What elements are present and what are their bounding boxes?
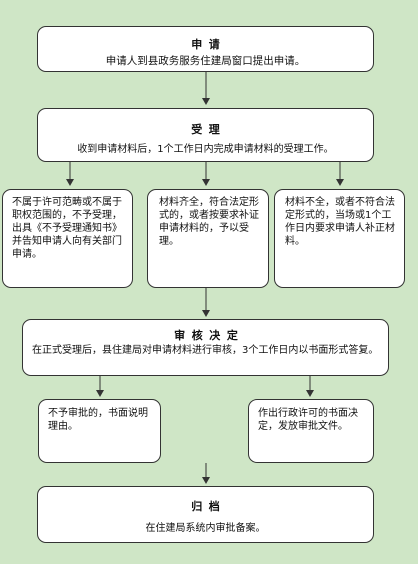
- review-box: 审核决定 在正式受理后，县住建局对申请材料进行审核，3个工作日内以书面形式答复。: [22, 319, 389, 376]
- outcome-approve: 作出行政许可的书面决定，发放审批文件。: [248, 399, 374, 463]
- outcome-reject-text: 不予审批的，书面说明理由。: [48, 408, 148, 432]
- branch-accepted: 材料齐全，符合法定形式的，或者按要求补证申请材料的，予以受理。: [147, 189, 269, 288]
- branch-incomplete: 材料不全，或者不符合法定形式的，当场或1个工作日内要求申请人补正材料。: [274, 189, 405, 288]
- apply-title: 申请: [191, 38, 227, 51]
- accept-title: 受理: [191, 123, 227, 136]
- accept-box: 受理 收到申请材料后，1个工作日内完成申请材料的受理工作。: [37, 108, 374, 162]
- accept-text: 收到申请材料后，1个工作日内完成申请材料的受理工作。: [77, 144, 334, 155]
- branch-accepted-text: 材料齐全，符合法定形式的，或者按要求补证申请材料的，予以受理。: [159, 197, 259, 247]
- archive-title: 归档: [191, 500, 227, 513]
- outcome-reject: 不予审批的，书面说明理由。: [38, 399, 161, 463]
- branch-incomplete-text: 材料不全，或者不符合法定形式的，当场或1个工作日内要求申请人补正材料。: [285, 197, 395, 247]
- branch-not-in-scope-text: 不属于许可范畴或不属于职权范围的，不予受理，出具《不予受理通知书》并告知申请人向…: [12, 197, 122, 260]
- outcome-approve-text: 作出行政许可的书面决定，发放审批文件。: [258, 408, 358, 432]
- apply-text: 申请人到县政务服务住建局窗口提出申请。: [105, 55, 306, 67]
- review-title: 审核决定: [174, 329, 245, 342]
- archive-box: 归档 在住建局系统内审批备案。: [37, 486, 374, 543]
- branch-not-in-scope: 不属于许可范畴或不属于职权范围的，不予受理，出具《不予受理通知书》并告知申请人向…: [2, 189, 133, 288]
- archive-text: 在住建局系统内审批备案。: [145, 523, 266, 534]
- review-text: 在正式受理后，县住建局对申请材料进行审核，3个工作日内以书面形式答复。: [32, 345, 379, 356]
- apply-box: 申请 申请人到县政务服务住建局窗口提出申请。: [37, 26, 374, 72]
